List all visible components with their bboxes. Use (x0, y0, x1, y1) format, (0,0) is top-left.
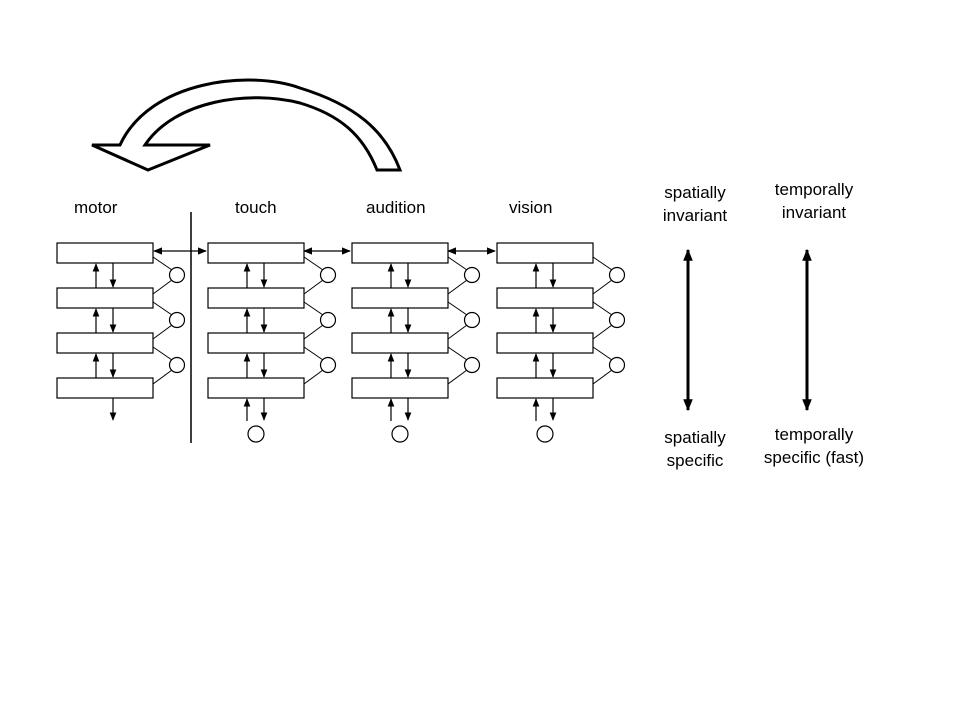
vision-link-down-1 (592, 279, 613, 295)
spatial-bottom-line2: specific (666, 451, 724, 470)
audition-level-4-box (351, 377, 449, 399)
audition-link-down-1 (447, 279, 468, 295)
column-label-motor: motor (74, 198, 118, 217)
vision-level-2-box (496, 287, 594, 309)
touch-link-down-3 (303, 369, 324, 385)
audition-side-node-2 (463, 311, 481, 329)
audition-link-up-1 (447, 256, 468, 271)
motor-side-node-1 (168, 266, 186, 284)
spatial-axis-top-label: spatially invariant (610, 181, 780, 227)
vision-side-node-2 (608, 311, 626, 329)
touch-level-3-box (207, 332, 305, 354)
audition-level-2-box (351, 287, 449, 309)
motor-level-3-box (56, 332, 154, 354)
motor-level-2-box (56, 287, 154, 309)
temporal-axis-bottom-label: temporally specific (fast) (729, 423, 899, 469)
audition-input-node (391, 425, 409, 443)
audition-link-up-3 (447, 346, 468, 361)
motor-link-down-1 (152, 279, 173, 295)
temporal-top-line2: invariant (781, 203, 847, 222)
spatial-axis-bottom-label: spatially specific (610, 426, 780, 472)
vision-link-up-1 (592, 256, 613, 271)
touch-link-down-1 (303, 279, 324, 295)
temporal-bottom-line2: specific (fast) (763, 448, 865, 467)
touch-level-2-box (207, 287, 305, 309)
motor-side-node-2 (168, 311, 186, 329)
vision-link-up-2 (592, 301, 613, 316)
vision-level-3-box (496, 332, 594, 354)
touch-link-up-3 (303, 346, 324, 361)
vision-input-node (536, 425, 554, 443)
touch-link-up-1 (303, 256, 324, 271)
touch-link-up-2 (303, 301, 324, 316)
motor-link-up-1 (152, 256, 173, 271)
vision-level-4-box (496, 377, 594, 399)
spatial-top-line2: invariant (662, 206, 728, 225)
temporal-axis-top-label: temporally invariant (729, 178, 899, 224)
column-label-touch: touch (235, 198, 277, 217)
vision-link-down-3 (592, 369, 613, 385)
touch-link-down-2 (303, 324, 324, 340)
motor-link-down-2 (152, 324, 173, 340)
touch-side-node-3 (319, 356, 337, 374)
vision-link-down-2 (592, 324, 613, 340)
spatial-top-line1: spatially (664, 183, 726, 202)
temporal-bottom-line1: temporally (774, 425, 854, 444)
audition-link-down-3 (447, 369, 468, 385)
audition-side-node-3 (463, 356, 481, 374)
touch-side-node-1 (319, 266, 337, 284)
audition-link-down-2 (447, 324, 468, 340)
column-label-audition: audition (366, 198, 426, 217)
motor-link-up-3 (152, 346, 173, 361)
touch-level-1-box (207, 242, 305, 264)
audition-link-up-2 (447, 301, 468, 316)
motor-side-node-3 (168, 356, 186, 374)
touch-input-node (247, 425, 265, 443)
feedback-curved-arrow (91, 78, 403, 172)
vision-side-node-3 (608, 356, 626, 374)
audition-level-1-box (351, 242, 449, 264)
spatial-bottom-line1: spatially (664, 428, 726, 447)
temporal-top-line1: temporally (774, 180, 854, 199)
motor-link-up-2 (152, 301, 173, 316)
audition-level-3-box (351, 332, 449, 354)
column-label-vision: vision (509, 198, 553, 217)
vision-link-up-3 (592, 346, 613, 361)
motor-link-down-3 (152, 369, 173, 385)
vision-level-1-box (496, 242, 594, 264)
motor-level-1-box (56, 242, 154, 264)
motor-level-4-box (56, 377, 154, 399)
touch-level-4-box (207, 377, 305, 399)
column-vision (496, 242, 626, 443)
vision-side-node-1 (608, 266, 626, 284)
audition-side-node-1 (463, 266, 481, 284)
touch-side-node-2 (319, 311, 337, 329)
column-motor (56, 242, 186, 421)
column-touch (207, 242, 337, 443)
column-audition (351, 242, 481, 443)
